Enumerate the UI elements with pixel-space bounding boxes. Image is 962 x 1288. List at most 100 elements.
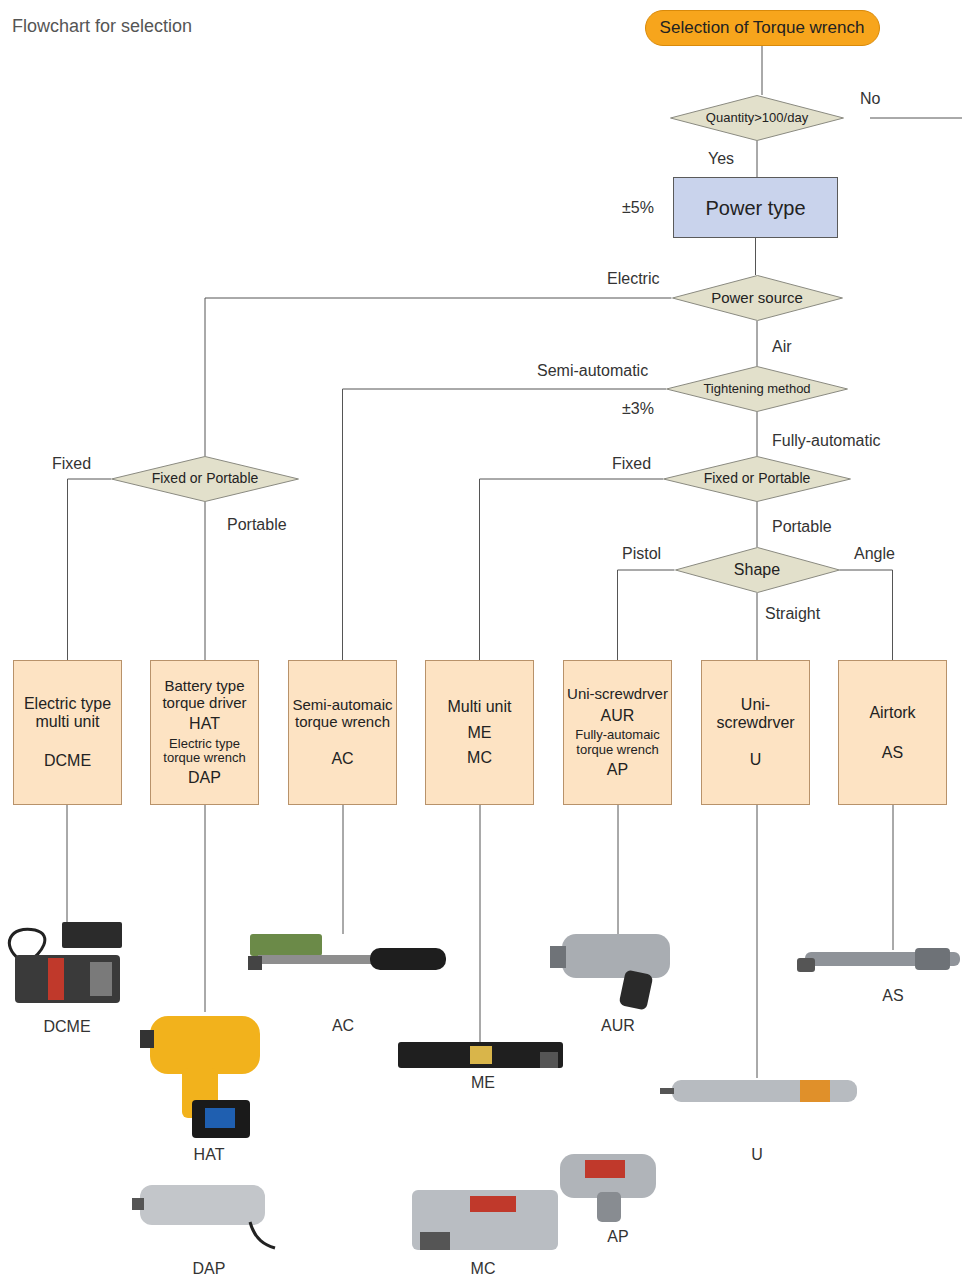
node-text: DCME <box>44 752 91 770</box>
decision-diamond: Power source <box>672 275 843 321</box>
node-text: MC <box>467 749 492 767</box>
diamond-shape <box>675 548 839 593</box>
hat-photo <box>140 1016 260 1138</box>
leader-line <box>480 780 481 1042</box>
node-text: Airtork <box>869 704 915 722</box>
dap-photo <box>132 1185 275 1248</box>
connector <box>205 502 206 660</box>
process-box: Multi unitME MC <box>425 660 534 805</box>
node-text: DAP <box>188 769 221 787</box>
node-text: U <box>750 751 762 769</box>
diamond-shape <box>112 457 299 502</box>
node-text: Power type <box>705 197 805 219</box>
connector <box>762 46 763 95</box>
connector <box>757 502 758 547</box>
leader-lines <box>67 118 962 1078</box>
edge-label: Portable <box>227 516 287 534</box>
decision-diamond: Tightening method <box>666 366 848 412</box>
product-name: ME <box>471 1074 495 1092</box>
decision-diamond: Shape <box>675 547 840 593</box>
product-name: AC <box>332 1017 354 1035</box>
product-name: HAT <box>194 1146 225 1164</box>
process-box: AirtorkAS <box>838 660 947 805</box>
product-name: AUR <box>601 1017 635 1035</box>
node-text: Uni-screwdrver <box>567 686 668 703</box>
edge-label: Fixed <box>52 455 91 473</box>
diamond-shape <box>672 276 842 321</box>
node-text: Tightening method <box>703 382 810 396</box>
node-text: Battery type torque driver <box>154 678 255 711</box>
me-photo <box>398 1042 563 1068</box>
decision-diamond: Quantity>100/day <box>670 95 844 141</box>
product-name: AP <box>607 1228 628 1246</box>
process-box: Uni-screwdrverU <box>701 660 810 805</box>
node-text: Quantity>100/day <box>706 111 808 125</box>
connector <box>618 570 675 660</box>
node-text: Shape <box>734 561 780 579</box>
edge-label: Yes <box>708 150 734 168</box>
node-text: ME <box>468 724 492 742</box>
product-name: DCME <box>43 1018 90 1036</box>
branch-label: No <box>860 90 880 108</box>
as-photo <box>797 948 960 972</box>
edge-label: Straight <box>765 605 820 623</box>
ap-photo <box>560 1154 656 1222</box>
no-branch-line <box>870 118 962 119</box>
decision-diamond: Fixed or Portable <box>111 456 299 502</box>
process-box: Electric type multi unitDCME <box>13 660 122 805</box>
connector <box>755 238 756 275</box>
connector <box>757 593 758 660</box>
node-text: Electric type torque wrench <box>154 737 255 766</box>
diamond-shape <box>664 457 851 502</box>
node-text: Electric type multi unit <box>17 695 118 730</box>
node-text: AUR <box>601 707 635 725</box>
connector <box>205 298 672 456</box>
aur-photo <box>550 934 670 1011</box>
diamond-shape <box>667 367 848 412</box>
node-text: Fixed or Portable <box>152 471 259 486</box>
node-text: Selection of Torque wrench <box>660 19 865 38</box>
diagram-title: Flowchart for selection <box>12 16 192 37</box>
node-text: AP <box>607 761 628 779</box>
connector <box>757 412 758 456</box>
edge-label: Angle <box>854 545 895 563</box>
node-text: AC <box>331 750 353 768</box>
diamond-shape <box>671 96 844 141</box>
product-name: U <box>751 1146 763 1164</box>
node-text: Semi-automaic torque wrench <box>292 697 393 730</box>
mc-photo <box>412 1190 558 1250</box>
process-box: Uni-screwdrverAUR Fully-automaic torque w… <box>563 660 672 805</box>
node-text: AS <box>882 744 903 762</box>
tolerance-note: ±3% <box>622 400 654 418</box>
edge-label: Portable <box>772 518 832 536</box>
node-text: Uni-screwdrver <box>705 696 806 731</box>
edge-label: Electric <box>607 270 659 288</box>
node-text: HAT <box>189 715 220 733</box>
leader-line <box>757 780 758 1078</box>
connector <box>757 141 758 177</box>
node-text: Power source <box>711 290 803 307</box>
node-text: Fixed or Portable <box>704 471 811 486</box>
decision-diamond: Fixed or Portable <box>663 456 851 502</box>
connector <box>68 479 112 660</box>
product-name: MC <box>471 1260 496 1278</box>
u-photo <box>660 1080 857 1102</box>
product-name: DAP <box>193 1260 226 1278</box>
leader-line <box>893 780 894 950</box>
edge-label: Air <box>772 338 792 356</box>
ac-photo <box>248 934 446 970</box>
edge-label: Fixed <box>612 455 651 473</box>
process-box: Semi-automaic torque wrenchAC <box>288 660 397 805</box>
edge-label: Fully-automatic <box>772 432 880 450</box>
process-box: Battery type torque driverHAT Electric ty… <box>150 660 259 805</box>
node-text: Fully-automaic torque wrench <box>567 728 668 757</box>
edge-label: Pistol <box>622 545 661 563</box>
leader-line <box>205 780 206 1012</box>
edge-label: Semi-automatic <box>537 362 648 380</box>
dcme-photo <box>9 922 122 1003</box>
tolerance-note: ±5% <box>622 199 654 217</box>
node-text: Multi unit <box>447 698 511 716</box>
process-box: Power type <box>673 177 838 238</box>
connector <box>757 321 758 366</box>
